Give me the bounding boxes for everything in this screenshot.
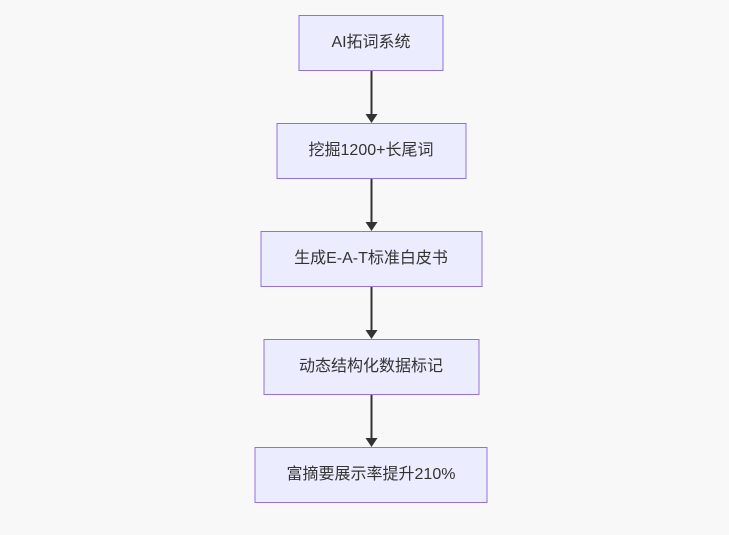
- edge-arrow: [364, 287, 378, 339]
- flow-node-longtail-mining: 挖掘1200+长尾词: [276, 123, 466, 179]
- flow-node-label: 动态结构化数据标记: [298, 358, 443, 375]
- edge-arrow: [364, 71, 378, 123]
- flow-node-rich-snippet-rate: 富摘要展示率提升210%: [254, 447, 488, 503]
- flow-node-eat-whitepaper: 生成E-A-T标准白皮书: [260, 231, 482, 287]
- edge-arrow: [364, 395, 378, 447]
- arrow-down-icon: [365, 114, 377, 123]
- arrow-down-icon: [365, 438, 377, 447]
- arrow-down-icon: [365, 330, 377, 339]
- arrow-line: [370, 179, 372, 224]
- flow-node-structured-data: 动态结构化数据标记: [263, 339, 479, 395]
- arrow-line: [370, 395, 372, 440]
- arrow-line: [370, 287, 372, 332]
- arrow-down-icon: [365, 222, 377, 231]
- edge-arrow: [364, 179, 378, 231]
- flow-node-label: 生成E-A-T标准白皮书: [294, 250, 448, 267]
- flowchart: AI拓词系统 挖掘1200+长尾词 生成E-A-T标准白皮书 动态结构化数据标记: [254, 15, 488, 503]
- flow-node-ai-system: AI拓词系统: [298, 15, 444, 71]
- arrow-line: [370, 71, 372, 116]
- flow-node-label: 富摘要展示率提升210%: [286, 466, 456, 483]
- flow-node-label: 挖掘1200+长尾词: [308, 142, 434, 159]
- flow-node-label: AI拓词系统: [331, 34, 411, 51]
